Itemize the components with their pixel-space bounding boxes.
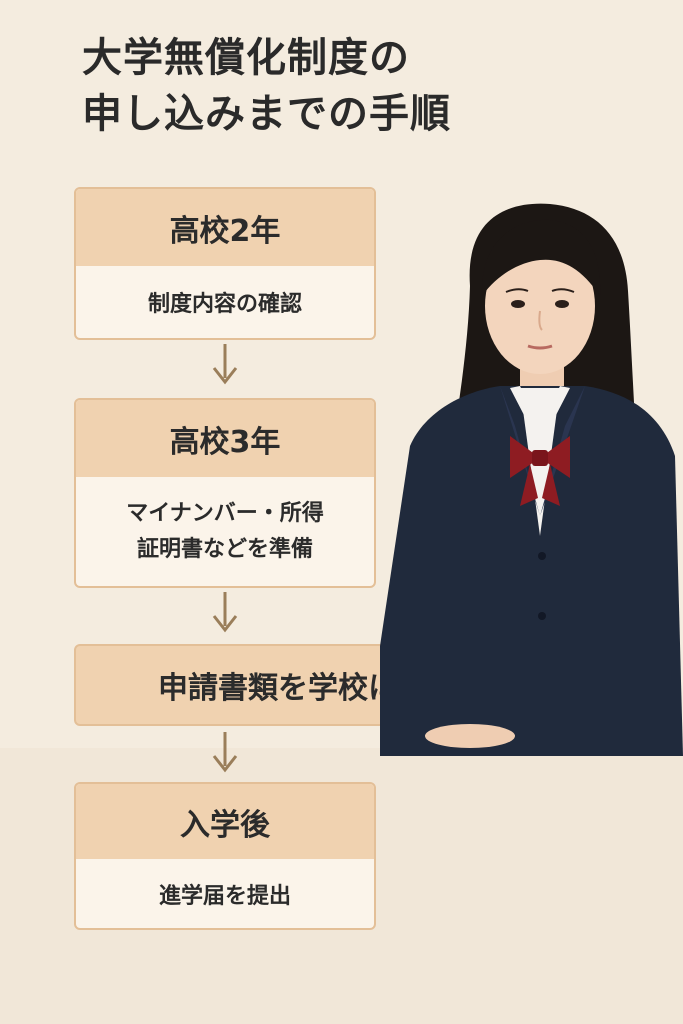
step-4-detail-line-1: 進学届を提出 xyxy=(158,883,291,909)
student-illustration xyxy=(380,203,683,756)
step-1-box: 高校2年 制度内容の確認 xyxy=(74,187,376,340)
step-1-detail-line-1: 制度内容の確認 xyxy=(147,292,302,317)
page-title: 大学無償化制度の 申し込みまでの手順 xyxy=(82,30,642,142)
step-2-detail-line-2: 証明書などを準備 xyxy=(136,536,313,562)
step-4-heading: 入学後 xyxy=(76,784,374,859)
step-2-box: 高校3年 マイナンバー・所得 証明書などを準備 xyxy=(74,398,376,588)
step-1-detail: 制度内容の確認 xyxy=(76,266,374,338)
arrow-down-icon xyxy=(212,732,238,773)
step-4-box: 入学後 進学届を提出 xyxy=(74,782,376,930)
step-2-heading: 高校3年 xyxy=(76,400,374,477)
arrow-down-icon xyxy=(212,344,238,385)
step-2-detail-line-1: マイナンバー・所得 xyxy=(126,500,324,526)
step-4-detail: 進学届を提出 xyxy=(76,859,374,928)
step-2-detail: マイナンバー・所得 証明書などを準備 xyxy=(76,477,374,586)
arrow-down-icon xyxy=(212,592,238,633)
title-line-1: 大学無償化制度の xyxy=(82,35,410,81)
step-1-heading: 高校2年 xyxy=(76,189,374,266)
title-line-2: 申し込みまでの手順 xyxy=(82,91,451,137)
